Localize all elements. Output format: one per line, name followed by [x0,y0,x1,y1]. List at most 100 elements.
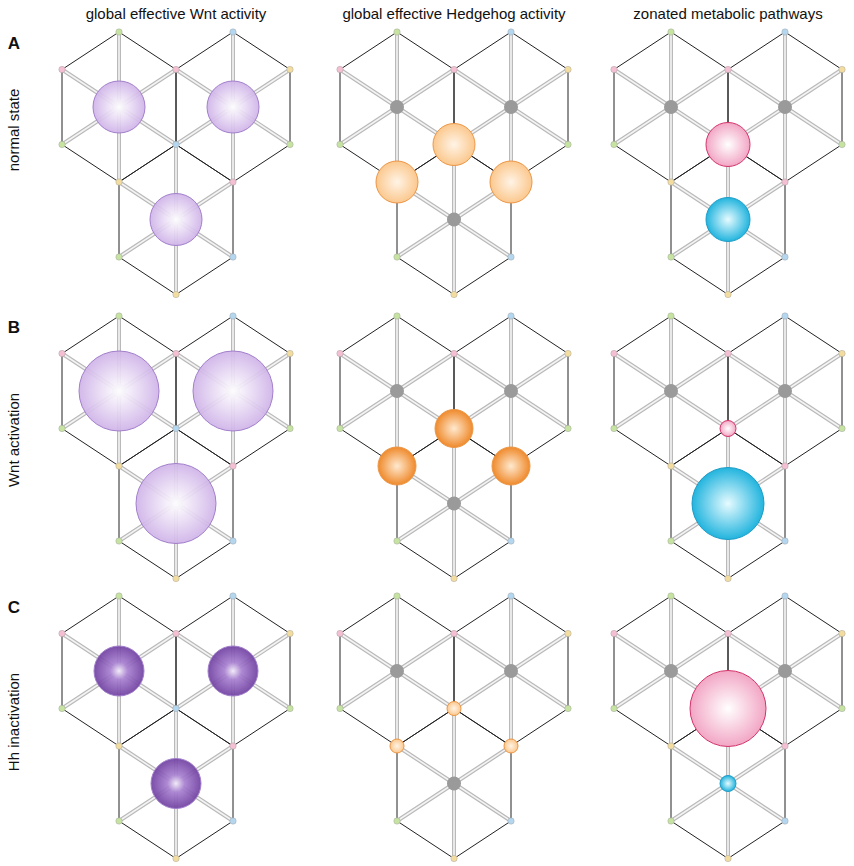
sinusoid-lumen [397,784,454,822]
sinusoid [671,746,728,784]
sinusoid-lumen [511,391,568,429]
portal-triad [116,593,122,599]
sinusoid [454,634,511,672]
portal-triad [230,538,236,544]
sinusoid [397,504,454,542]
lobule-outline [176,32,290,182]
sinusoid [785,70,842,108]
portal-triad [116,818,122,824]
sinusoid-lumen [614,634,671,672]
portal-triad [59,141,65,147]
sinusoid-lumen [454,784,511,822]
sinusoid-lumen [454,634,511,672]
portal-triad [173,66,179,72]
sinusoid [397,220,454,258]
lobule-panel [59,29,293,298]
sinusoid-lumen [510,316,512,391]
portal-triad [173,291,179,297]
sinusoid [452,784,456,859]
sinusoid [671,70,728,108]
portal-triad [782,179,788,185]
row-label: Hh inactivation [6,673,23,771]
portal-triad [725,630,731,636]
portal-triad [782,313,788,319]
portal-triad [287,141,293,147]
sinusoid [783,671,787,746]
sinusoid-lumen [671,354,728,392]
portal-triad [337,66,343,72]
sinusoid [783,596,787,671]
lobule-outline [454,316,568,466]
lobule-outline [340,32,454,182]
portal-triad [782,463,788,469]
portal-triad [394,818,400,824]
hedgehog-activity-disc [490,161,532,203]
portal-triad [287,630,293,636]
portal-triad [782,818,788,824]
wnt-activity-disc [208,646,258,696]
portal-triad [173,425,179,431]
central-vein [447,777,461,791]
portal-triad [337,141,343,147]
sinusoid-lumen [453,709,455,784]
portal-triad [668,538,674,544]
portal-triad [839,425,845,431]
sinusoid [785,671,842,709]
hedgehog-activity-disc [504,739,518,753]
portal-triad [59,425,65,431]
portal-triad [287,350,293,356]
sinusoid [511,354,568,392]
portal-triad [230,29,236,35]
portal-triad [116,313,122,319]
sinusoid-lumen [340,391,397,429]
portal-triad [565,66,571,72]
portal-triad [287,66,293,72]
sinusoid-lumen [671,391,728,429]
portal-triad [508,254,514,260]
central-vein [664,384,678,398]
lobule-outline [119,709,233,859]
portal-triad [173,630,179,636]
sinusoid-lumen [510,596,512,671]
central-vein [664,664,678,678]
sinusoid [728,70,785,108]
sinusoid-lumen [396,596,398,671]
sinusoid-lumen [397,634,454,672]
central-vein [390,384,404,398]
sinusoid [340,671,397,709]
portal-triad [337,705,343,711]
lobule-panel [337,29,571,298]
sinusoid-lumen [670,316,672,391]
sinusoid-lumen [728,746,785,784]
sinusoid-lumen [785,107,842,145]
sinusoid-lumen [785,671,842,709]
sinusoid-lumen [614,391,671,429]
sinusoid-lumen [614,354,671,392]
portal-triad [565,141,571,147]
row-label: Wnt activation [6,393,23,487]
sinusoid-lumen [397,354,454,392]
portal-triad [116,29,122,35]
sinusoid [726,784,730,859]
sinusoid-lumen [785,391,842,429]
sinusoid [340,70,397,108]
portal-triad [565,705,571,711]
wnt-activity-disc [93,81,145,133]
sinusoid-lumen [670,596,672,671]
sinusoid [671,634,728,672]
portal-triad [565,425,571,431]
sinusoid [785,107,842,145]
portal-triad [508,538,514,544]
sinusoid [454,70,511,108]
sinusoid [340,634,397,672]
sinusoid-lumen [397,746,454,784]
sinusoid-lumen [453,784,455,859]
central-vein [504,664,518,678]
pericentral-pathway-disc [692,468,764,540]
portal-triad [611,425,617,431]
central-vein [721,777,735,791]
portal-triad [230,313,236,319]
lobule-outline [728,32,842,182]
lobule-outline [62,32,176,182]
